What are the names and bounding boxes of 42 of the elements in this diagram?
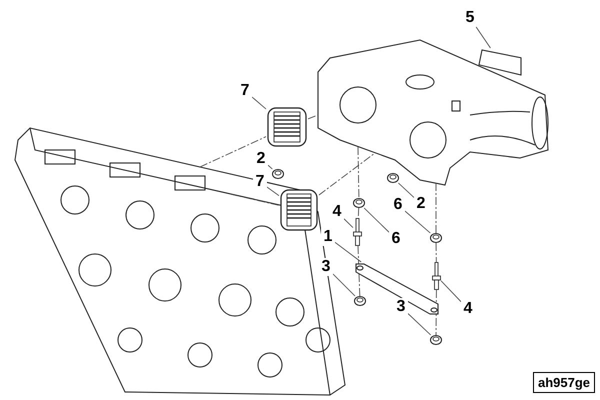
- callout-number: 2: [254, 150, 268, 168]
- callout-number: 7: [238, 82, 252, 100]
- gasket-drawing: [266, 106, 308, 148]
- nut-drawing: [272, 169, 284, 179]
- nut-drawing: [430, 335, 442, 345]
- leader-line: [266, 186, 280, 196]
- leader-line: [268, 164, 273, 170]
- centerline: [358, 246, 360, 296]
- gasket-drawing: [478, 48, 522, 76]
- figure-code: ah957ge: [533, 372, 596, 393]
- leader-line: [334, 242, 362, 262]
- leader-line: [398, 182, 414, 198]
- centerline: [230, 194, 280, 206]
- centerline: [200, 136, 266, 168]
- nut-drawing: [430, 233, 442, 243]
- leader-line: [364, 208, 390, 233]
- nut-drawing: [353, 198, 365, 208]
- centerline: [436, 242, 437, 262]
- leader-line: [408, 313, 432, 336]
- cylinder-head-drawing: [13, 126, 347, 397]
- leader-line: [476, 26, 491, 48]
- intake-manifold-drawing: [316, 38, 550, 188]
- nut-drawing: [387, 173, 399, 183]
- nut-drawing: [354, 296, 366, 306]
- leader-line: [252, 96, 266, 110]
- leader-line: [440, 280, 462, 302]
- callout-number: 3: [394, 298, 408, 316]
- centerline: [358, 146, 360, 198]
- callout-number: 6: [391, 196, 405, 214]
- leader-line: [344, 218, 354, 228]
- leader-line: [332, 274, 356, 296]
- gasket-drawing: [279, 188, 319, 232]
- stud-drawing: [432, 262, 441, 290]
- centerline: [436, 290, 437, 336]
- centerline: [308, 114, 318, 120]
- leader-line: [404, 210, 431, 234]
- centerline: [358, 208, 360, 218]
- callout-number: 1: [321, 228, 335, 246]
- bracket-drawing: [354, 262, 440, 316]
- centerline: [318, 152, 376, 196]
- callout-number: 4: [330, 203, 344, 221]
- stud-drawing: [353, 218, 362, 246]
